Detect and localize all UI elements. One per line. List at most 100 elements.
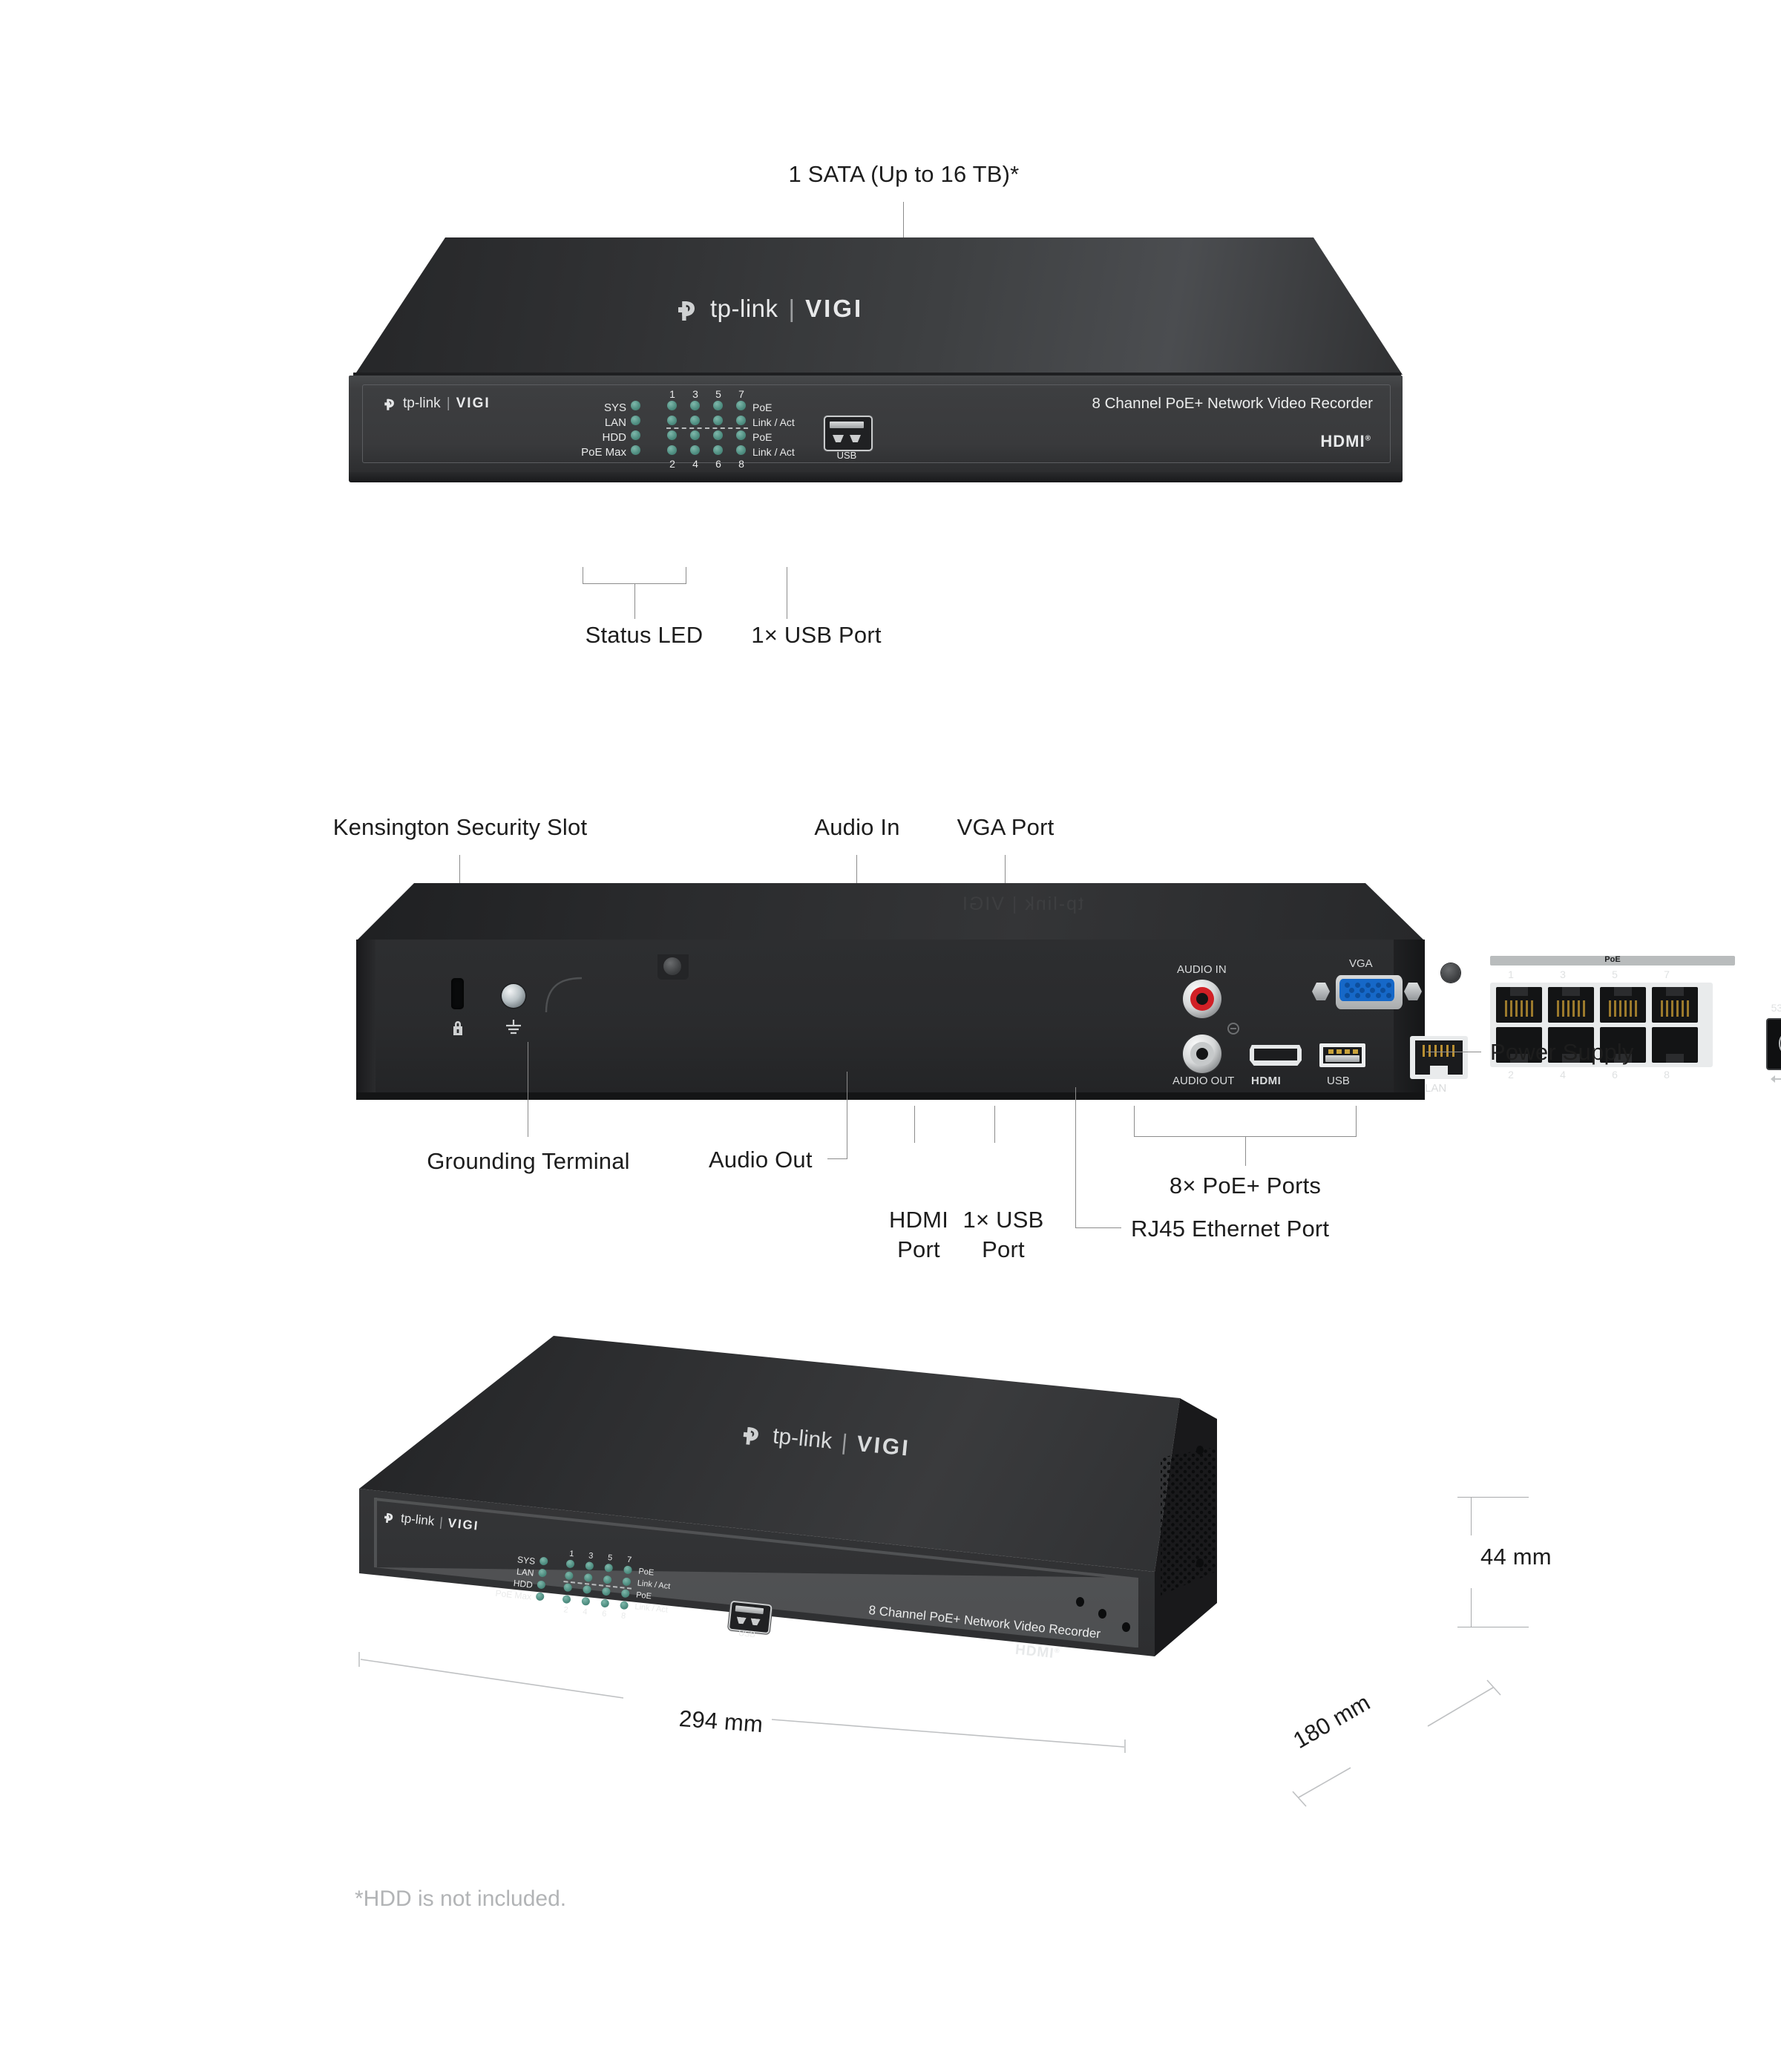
front-brand-logo: tp-link | VIGI [383,395,491,412]
iso-port-number-bottom-6: 6 [601,1609,607,1619]
iso-product-name: 8 Channel PoE+ Network Video Recorder [867,1602,1101,1642]
poe-port-1[interactable] [1496,987,1542,1023]
rear-center-screw [663,957,681,975]
callout-audio-in-label: Audio In [814,814,900,840]
tp-link-mark-iso-icon [740,1420,769,1449]
poe-number-bottom-8: 8 [1664,1069,1670,1081]
power-supply-jack[interactable] [1766,1018,1781,1070]
vga-pin-icon [1355,983,1360,988]
dim-depth-line [1128,1625,1514,1818]
poe-port-4[interactable] [1548,1027,1594,1063]
iso-port-number-bottom-2: 2 [562,1605,569,1615]
poe-port-contacts-icon [1609,1000,1637,1017]
iso-led-row-label-linkact-1: Link / Act [637,1578,671,1591]
iso-led-group-divider [563,1581,632,1590]
port-led [713,416,723,425]
vga-pin-icon [1386,993,1391,998]
port-led [690,430,700,440]
rear-usb-contact-icon [1328,1049,1334,1054]
iso-port-led [601,1587,611,1596]
iso-usb-port[interactable]: USB [727,1600,775,1641]
iso-port-led [600,1599,610,1608]
port-led [713,430,723,440]
port-led [690,401,700,410]
poe-port-latch-icon [1562,987,1580,996]
front-usb-label: USB [836,450,857,461]
poe-port-3[interactable] [1548,987,1594,1023]
rear-usb-silk-label: USB [1327,1075,1350,1087]
dim-height-label: 44 mm [1480,1544,1552,1570]
iso-front-mount-hole [1098,1609,1106,1619]
front-brand-vendor: tp-link [403,395,441,411]
callout-front-usb-label: 1× USB Port [751,622,882,648]
iso-front-mount-hole [1122,1622,1130,1632]
port-number-top-5: 5 [715,388,721,400]
iso-port-led [603,1575,612,1584]
iso-led-dot-hdd [537,1580,546,1590]
vga-port[interactable] [1336,975,1403,1009]
iso-port-led [563,1583,573,1593]
poe-port-8[interactable] [1652,1027,1698,1063]
audio-in-hole-icon [1196,993,1208,1005]
callout-audio-out-leader-h [827,1158,847,1160]
tp-link-mark-icon [675,294,705,324]
kensington-lock-icon [453,1021,462,1035]
iso-led-row-label-linkact-2: Link / Act [634,1602,669,1615]
poe-banner [1490,956,1735,965]
poe-number-bottom-6: 6 [1612,1069,1618,1081]
front-hdmi-text: HDMI [1320,432,1365,450]
callout-poe-ports-label: 8× PoE+ Ports [1169,1173,1322,1199]
port-number-top-1: 1 [669,388,675,400]
poe-number-top-1: 1 [1508,968,1514,980]
callout-status-led-label: Status LED [585,622,703,648]
poe-port-6[interactable] [1600,1027,1646,1063]
poe-port-latch-icon [1562,1054,1580,1063]
device-iso-view: tp-link | VIGI tp-link | VIGI SYS LAN HD… [341,1336,1454,1811]
front-status-led-cluster: SYS LAN HDD PoE Max 1 3 5 7 2 4 6 [562,388,815,470]
rear-usb-contact-icon [1353,1049,1358,1054]
front-usb-port[interactable]: USB [824,416,877,461]
iso-front-brand-separator: | [439,1515,444,1530]
led-dot-lan [631,416,640,425]
dim-width-line [356,1642,1143,1753]
front-hdmi-mark: ® [1365,434,1371,443]
lan-rj45-contact-icon [1423,1045,1425,1057]
kensington-security-slot [451,978,464,1009]
poe-port-latch-icon [1614,987,1632,996]
poe-port-7[interactable] [1652,987,1698,1023]
vga-pin-icon [1345,983,1350,988]
iso-port-led [585,1561,594,1571]
rear-top-brand-ghost: tp-link | VIGI [960,894,1083,914]
poe-port-latch-icon [1510,987,1528,996]
chassis-top-face [355,237,1403,375]
callout-rear-usb-line1: 1× USB Port [962,1207,1044,1263]
rear-usb-contact-icon [1336,1049,1342,1054]
led-row-label-linkact-1: Link / Act [752,416,795,428]
iso-port-number-top-7: 7 [626,1555,632,1565]
dim-height-line-lower [1471,1588,1472,1627]
callout-sata-label: 1 SATA (Up to 16 TB)* [788,161,1020,187]
iso-brand-vendor: tp-link [771,1423,833,1454]
lan-rj45-contact-icon [1440,1045,1443,1057]
front-bezel [349,376,1403,473]
callout-rear-usb-leader [994,1106,996,1143]
lan-rj45-latch-icon [1430,1066,1448,1078]
device-front-view: tp-link | VIGI tp-link | VIGI 8 Channel … [349,237,1403,579]
callout-rj45-leader-v [1075,1087,1077,1228]
port-led [667,401,677,410]
port-led [667,445,677,455]
port-number-bottom-4: 4 [692,458,698,470]
vga-port-shell-icon [1339,979,1394,1001]
poe-port-5[interactable] [1600,987,1646,1023]
poe-number-top-5: 5 [1612,968,1618,980]
iso-port-led [604,1563,614,1573]
rear-top-face [356,883,1425,941]
vga-silk-label: VGA [1349,957,1373,970]
front-usb-tooth-icon [850,435,861,442]
poe-port-2[interactable] [1496,1027,1542,1063]
callout-sata-leader [903,202,905,246]
vga-pin-icon [1370,988,1375,993]
vga-pin-icon [1365,993,1371,998]
vga-screw-post-left-icon [1312,983,1330,1000]
front-bezel-inset [362,384,1391,463]
